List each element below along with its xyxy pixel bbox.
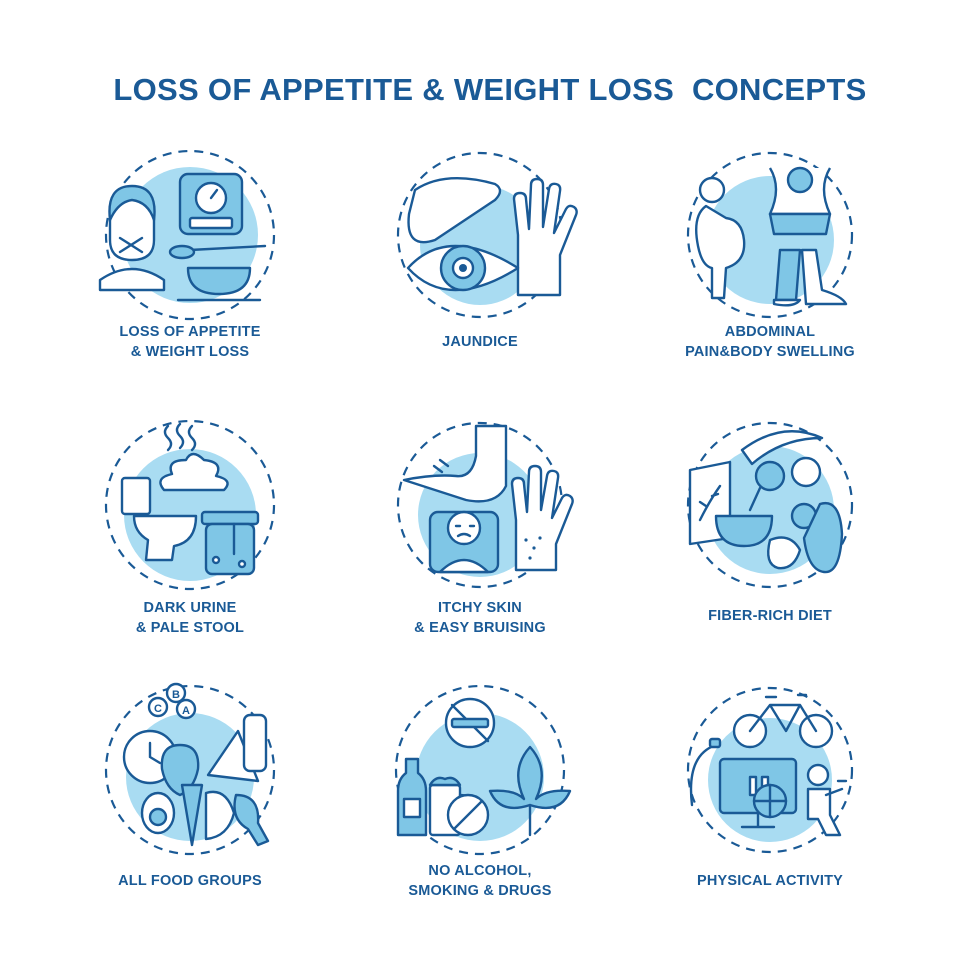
eye-liver-hand-icon [396,151,578,319]
concept-label: FIBER-RICH DIET [708,608,832,624]
concept-card: DARK URINE& PALE STOOL [40,419,340,650]
concept-card: C B A ALL FOOD GROUPS [40,682,340,915]
itchy-skin-icon [396,421,574,589]
concept-card: FIBER-RICH DIET [620,420,920,650]
concept-label: DARK URINE& PALE STOOL [135,600,245,636]
concept-label: JAUNDICE [442,334,518,350]
food-groups-icon: C B A [104,682,276,856]
scale-bowl-icon [98,149,276,321]
concept-label: PHYSICAL ACTIVITY [697,873,843,889]
swollen-body-icon [686,151,854,319]
concept-label: NO ALCOHOL,SMOKING & DRUGS [408,863,552,899]
concept-card: LOSS OF APPETITE& WEIGHT LOSS [40,149,340,380]
bicycle-fitness-icon [686,686,854,854]
concept-label: ALL FOOD GROUPS [118,873,262,889]
svg-text:C: C [154,703,162,715]
concept-card: PHYSICAL ACTIVITY [620,685,920,915]
concept-card: NO ALCOHOL,SMOKING & DRUGS [330,684,630,915]
svg-text:A: A [182,705,190,717]
concept-label: LOSS OF APPETITE& WEIGHT LOSS [119,324,261,360]
toilet-sample-icon [104,419,276,591]
concept-label: ITCHY SKIN& EASY BRUISING [414,600,546,636]
concept-card: ITCHY SKIN& EASY BRUISING [330,420,630,650]
svg-text:B: B [172,689,180,701]
page-title: LOSS OF APPETITE & WEIGHT LOSS CONCEPTS [113,72,867,107]
healthy-food-icon [686,421,854,589]
concept-card: JAUNDICE [330,150,630,380]
no-alcohol-smoking-icon [394,684,572,856]
